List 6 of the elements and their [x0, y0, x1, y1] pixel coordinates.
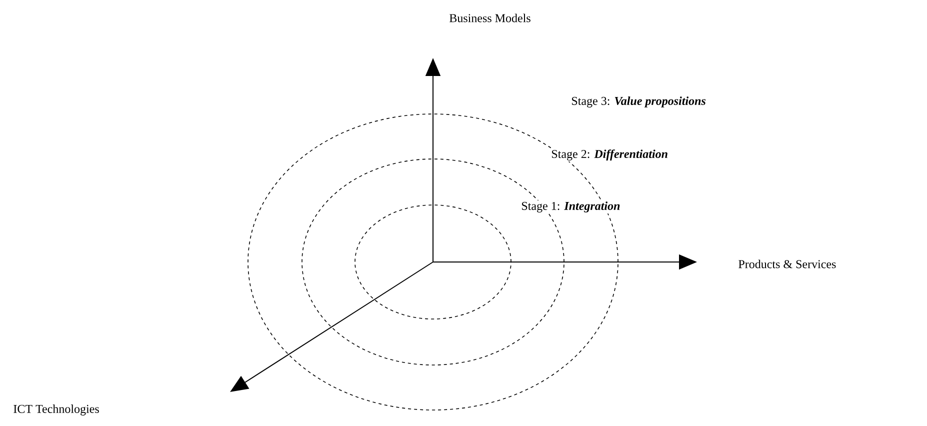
axis-label: Products & Services — [737, 258, 838, 270]
axis-label: Stage 1: Integration — [520, 200, 622, 214]
axis-label: Stage 3: Value propositions — [570, 96, 707, 108]
axis-label: ICT Technologies — [12, 404, 100, 416]
axis-label: Business Models — [448, 12, 532, 24]
axis-label: Stage 2: Differentiation — [550, 148, 669, 162]
